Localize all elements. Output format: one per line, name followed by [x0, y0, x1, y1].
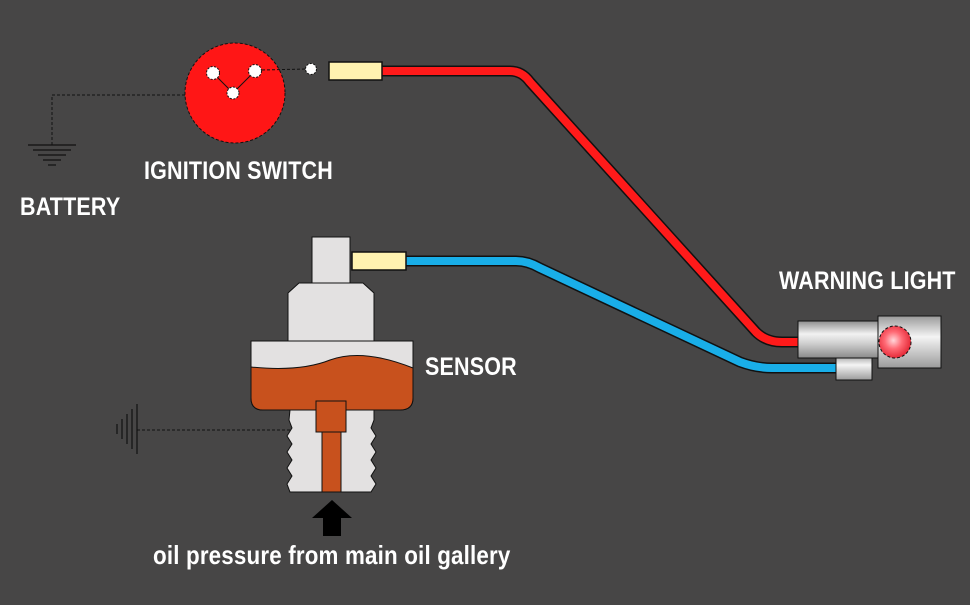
- ignition-switch-label: IGNITION SWITCH: [144, 157, 333, 185]
- warning-lamp-icon: [797, 315, 942, 381]
- oil-pressure-sensor: [250, 236, 414, 493]
- battery-label: BATTERY: [20, 193, 121, 221]
- sensor-label: SENSOR: [425, 353, 517, 381]
- switch-terminal-icon: [305, 63, 317, 75]
- switch-link-line: [261, 68, 307, 71]
- warning-light-label: WARNING LIGHT: [779, 267, 956, 295]
- ground-symbol-icon: [28, 144, 76, 166]
- switch-wire-connector: [328, 61, 383, 81]
- oil-pressure-caption: oil pressure from main oil gallery: [153, 540, 511, 570]
- sensor-wire-connector: [351, 251, 407, 271]
- sensor-ground-icon: [116, 404, 138, 454]
- arrow-up-icon: [312, 500, 352, 536]
- signal-wire: [404, 255, 838, 374]
- battery-ground-line: [51, 94, 230, 145]
- ignition-switch-icon: [184, 42, 286, 144]
- positive-wire: [380, 65, 800, 348]
